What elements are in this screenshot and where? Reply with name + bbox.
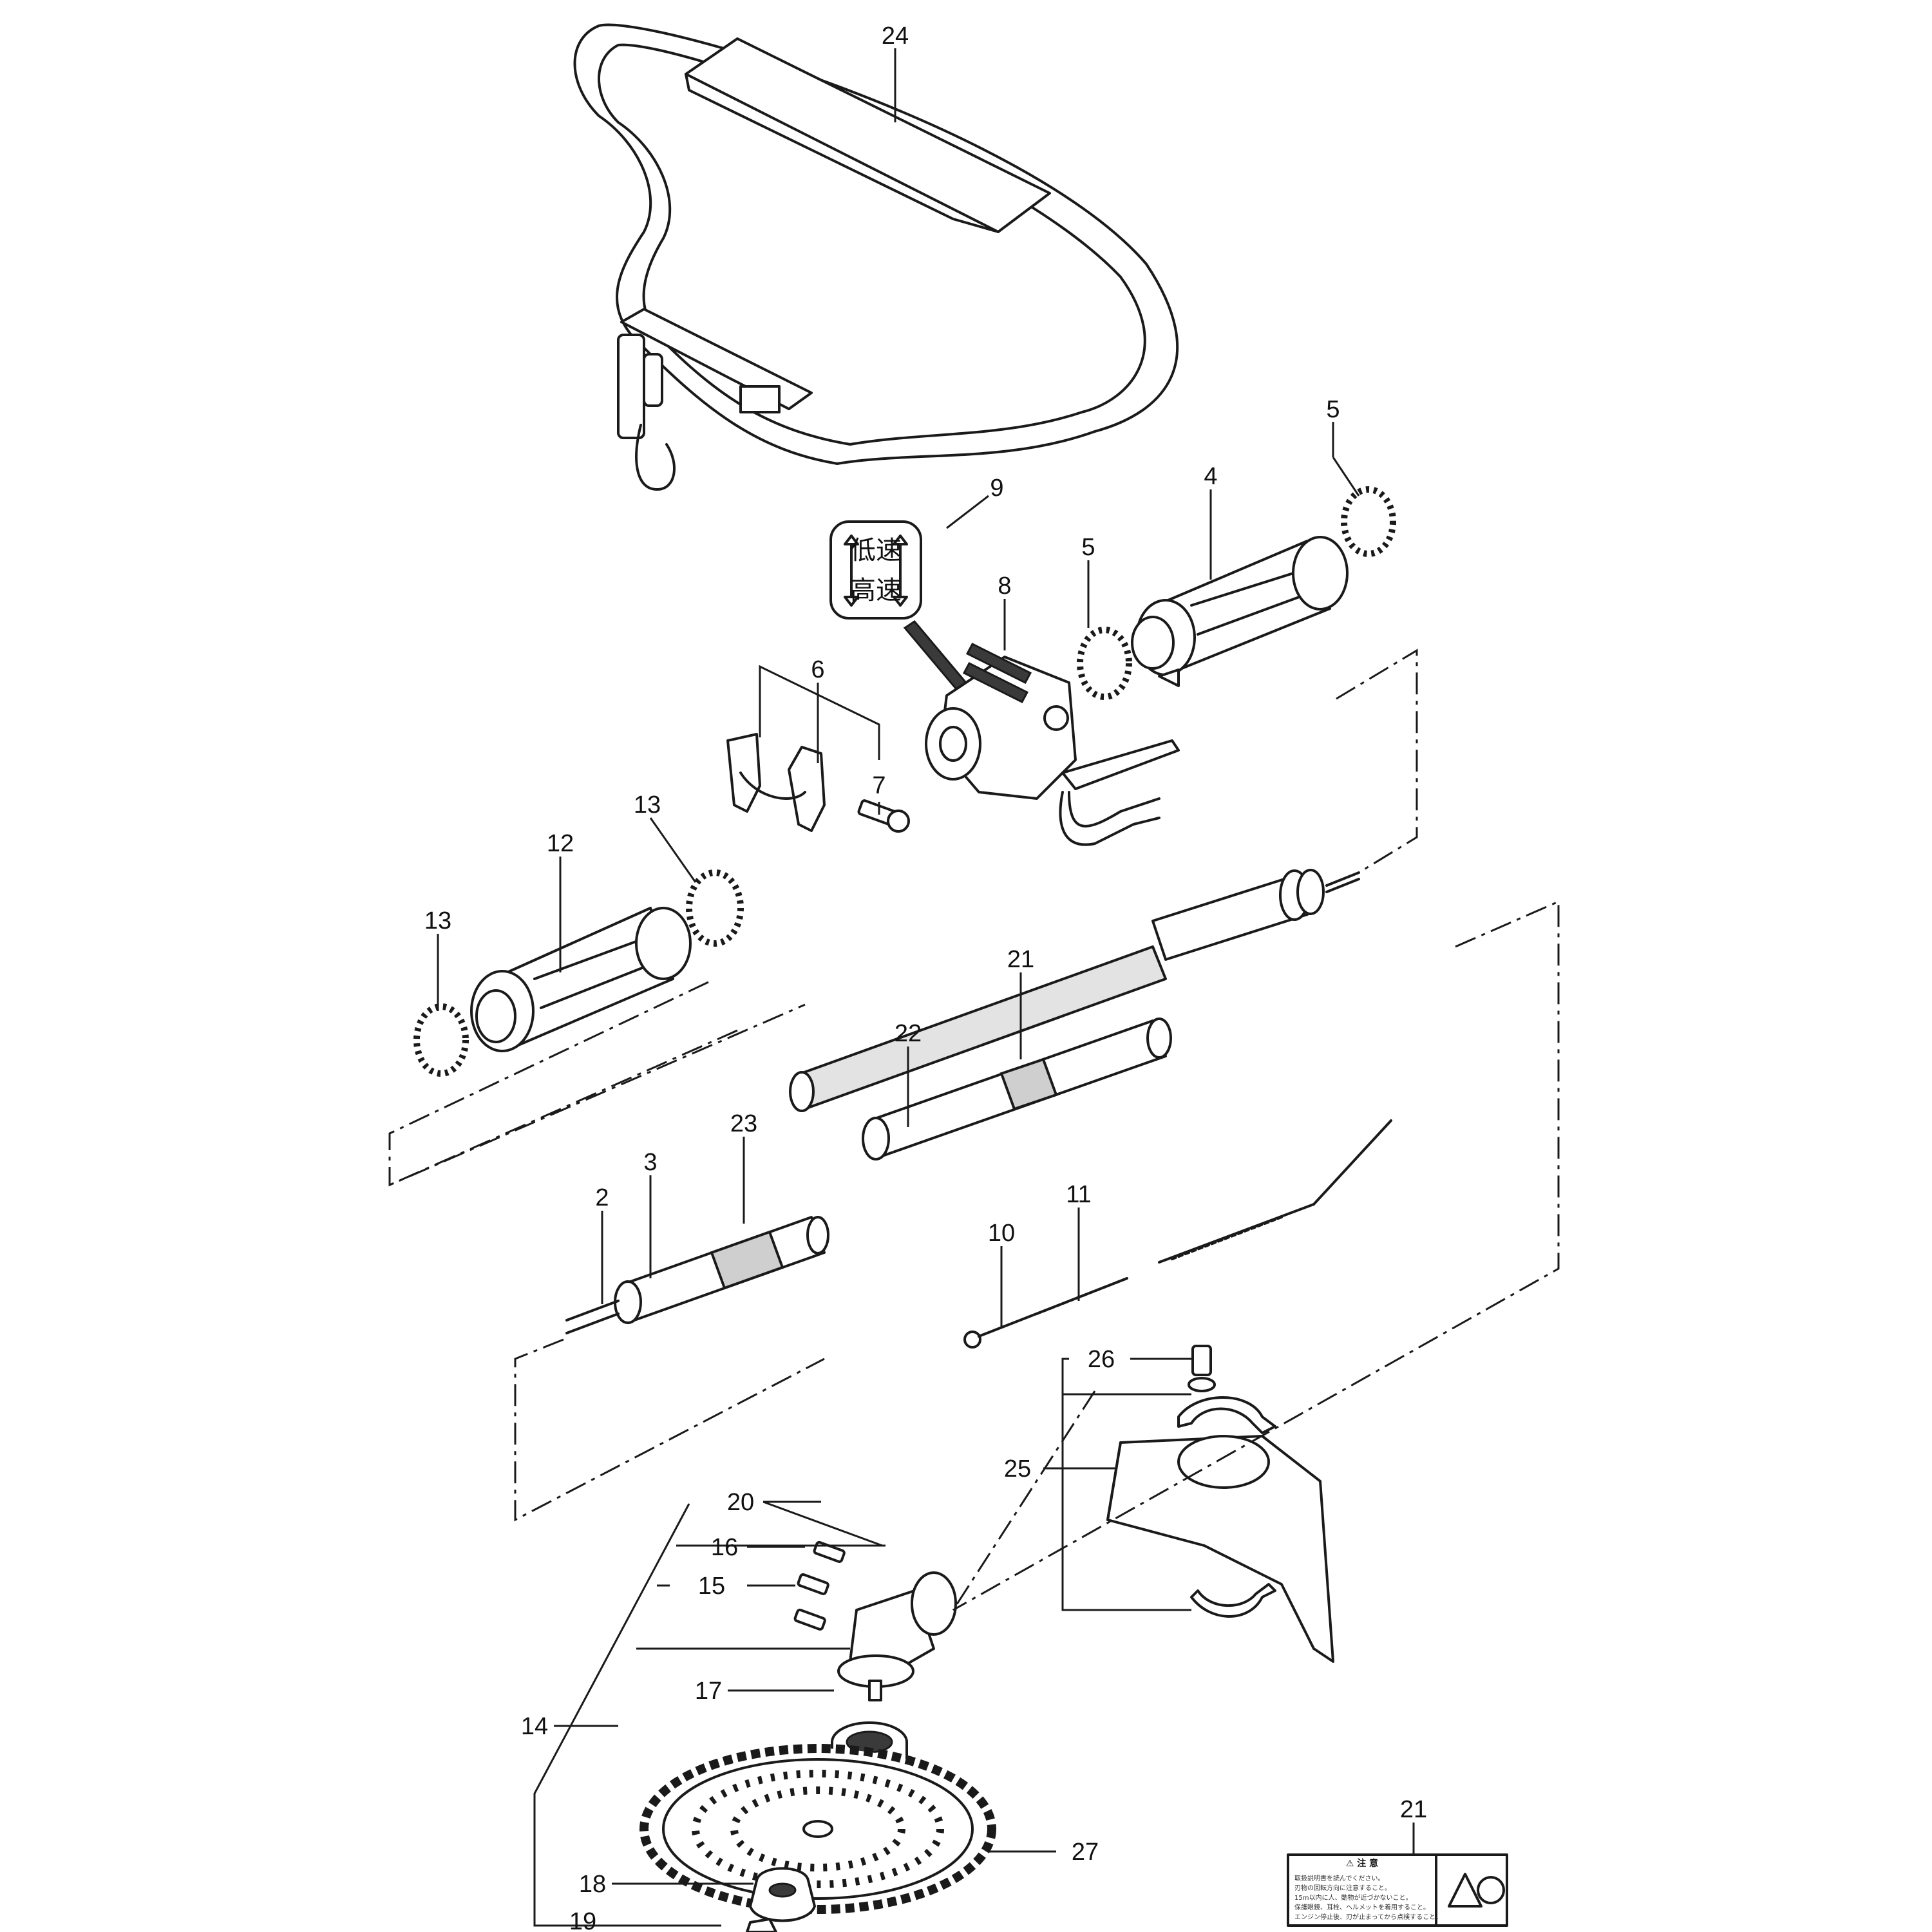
callout-23: 23 [730,1110,757,1137]
callout-labels: 24 5 4 9 5 8 6 7 13 12 13 21 22 23 3 2 1… [424,23,1427,1932]
left-grip [470,907,692,1052]
callout-8: 8 [998,573,1011,600]
warning-heading: ⚠ 注 意 [1346,1858,1378,1869]
callout-9: 9 [990,475,1003,502]
low-speed-text: 低速 [850,536,902,565]
warning-line-2: 刃物の回転方向に注意すること。 [1294,1884,1391,1892]
warning-line-3: 15m以内に人、動物が近づかないこと。 [1294,1893,1412,1902]
callout-15: 15 [698,1573,725,1600]
callout-5-upper: 5 [1326,396,1340,423]
warning-line-5: エンジン停止後、刃が止まってから点検すること。 [1294,1913,1442,1921]
callout-5-lower: 5 [1081,534,1095,561]
callout-6: 6 [811,656,824,683]
right-grip [1131,536,1349,687]
callout-16: 16 [711,1534,738,1561]
throttle-housing [925,643,1180,846]
warning-decal: ⚠ 注 意 取扱説明書を読んでください。 刃物の回転方向に注意すること。 15m… [1287,1853,1508,1927]
warning-line-4: 保護眼鏡、耳栓、ヘルメットを着用すること。 [1294,1903,1430,1911]
gear-case [793,1540,957,1701]
callout-4: 4 [1204,463,1217,490]
blade-cup [749,1867,816,1922]
left-grip-ring-upper [686,869,744,947]
retaining-ring-lower [1077,627,1132,700]
assembly-center-lines [388,649,1560,1611]
callout-18: 18 [579,1871,606,1898]
callout-24: 24 [882,23,909,50]
lower-pipe [614,1216,829,1324]
throttle-speed-decal: 低速 高速 [829,520,968,690]
callout-19: 19 [569,1908,596,1932]
callout-13-lower: 13 [424,907,451,934]
callout-20: 20 [727,1489,754,1516]
callout-21-pipe: 21 [1007,946,1034,973]
retaining-ring-upper [1341,486,1396,557]
callout-11: 11 [1066,1181,1091,1208]
inner-shaft [963,1119,1392,1349]
callout-2: 2 [595,1184,609,1211]
drive-shaft [565,1300,620,1334]
middle-pipe [862,1018,1172,1160]
callout-13-upper: 13 [634,791,661,819]
callout-17: 17 [695,1678,722,1705]
callout-27: 27 [1072,1839,1099,1866]
leader-lines [437,48,1415,1927]
warning-line-1: 取扱説明書を読んでください。 [1294,1874,1385,1882]
callout-21-decal: 21 [1400,1796,1427,1823]
high-speed-text: 高速 [850,576,902,605]
callout-7: 7 [872,772,886,799]
callout-12: 12 [547,830,574,857]
saw-blade [639,1744,996,1914]
blade-nut [746,1918,777,1932]
callout-3: 3 [643,1149,657,1176]
handle-bracket [726,733,910,833]
callout-10: 10 [988,1220,1015,1247]
callout-26: 26 [1088,1346,1115,1373]
shoulder-harness [573,23,1179,491]
main-pipe-upper [789,869,1360,1112]
callout-22: 22 [895,1020,922,1047]
callout-14: 14 [521,1713,548,1740]
left-grip-ring-lower [413,1003,469,1077]
blade-guard [1106,1345,1334,1663]
callout-25: 25 [1004,1455,1031,1482]
